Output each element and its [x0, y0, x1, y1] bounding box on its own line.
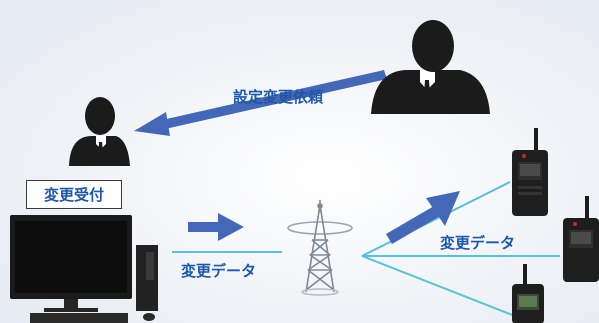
- keyboard: [30, 313, 128, 323]
- request-arrow: [134, 70, 387, 136]
- pc-to-tower-arrow: [188, 213, 244, 241]
- request-label: 設定変更依頼: [233, 88, 324, 106]
- acceptance-box: 変更受付: [26, 180, 122, 209]
- handheld-radio-icon: [512, 128, 548, 216]
- handheld-radio-icon: [512, 264, 544, 323]
- acceptance-label: 変更受付: [43, 186, 104, 204]
- connection-lines: [172, 181, 560, 319]
- radio-tower-icon: [287, 200, 353, 296]
- tower-radio-line-bottom: [361, 255, 521, 319]
- change-data-label-left: 変更データ: [181, 262, 257, 280]
- operator-person-icon: [69, 97, 130, 166]
- tower-radio-line-top: [361, 181, 511, 257]
- desktop-pc-icon: [10, 215, 158, 323]
- handheld-radio-icon: [563, 196, 599, 282]
- mouse: [143, 313, 155, 321]
- change-data-label-right: 変更データ: [440, 234, 516, 252]
- requester-person-icon: [371, 20, 490, 114]
- tower-to-radio-arrow: [386, 191, 460, 244]
- arrows: [134, 70, 460, 244]
